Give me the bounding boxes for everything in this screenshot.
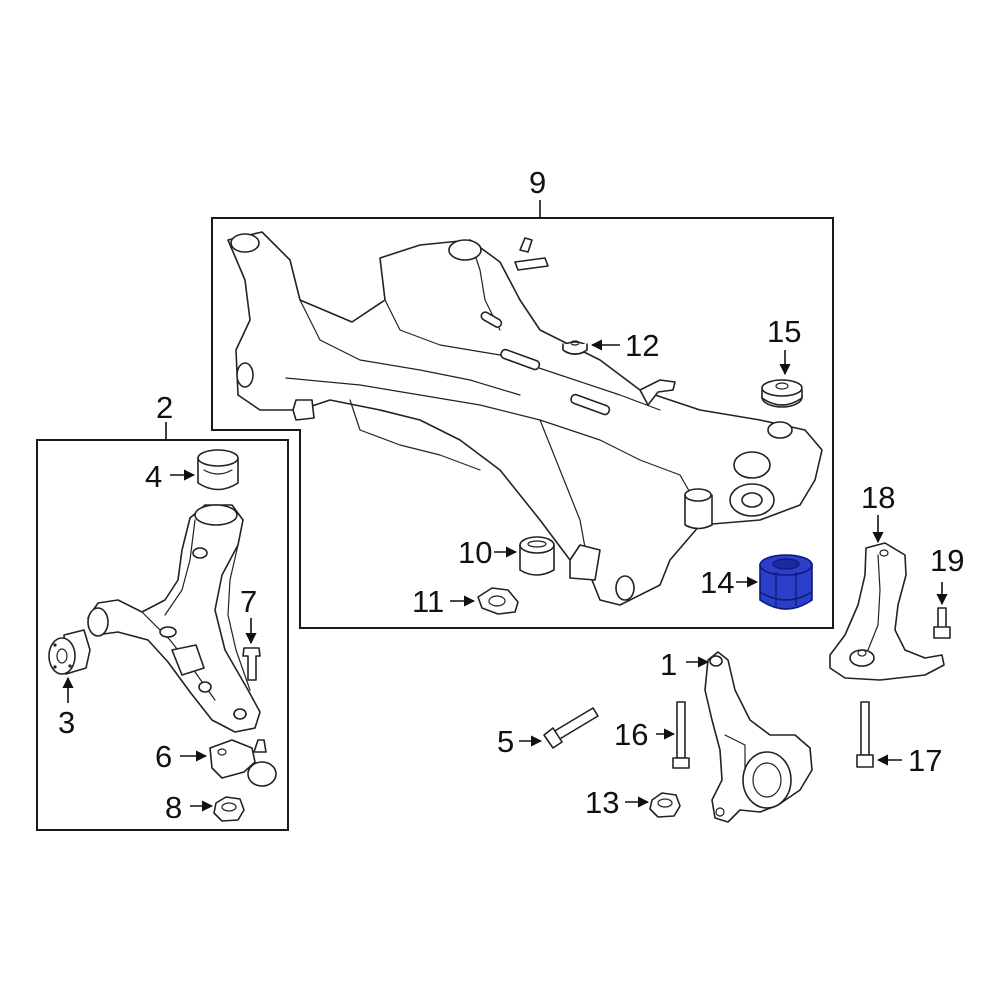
callout-10[interactable]: 10 [458, 535, 492, 570]
callout-18[interactable]: 18 [861, 480, 895, 515]
callout-6[interactable]: 6 [155, 739, 172, 774]
callout-11[interactable]: 11 [412, 584, 444, 619]
part-8-nut[interactable] [213, 796, 245, 822]
part-10-bushing[interactable] [519, 536, 555, 576]
callout-2[interactable]: 2 [156, 390, 173, 425]
callout-8[interactable]: 8 [165, 790, 182, 825]
part-12-washer[interactable] [562, 340, 588, 355]
front-subframe[interactable] [227, 231, 823, 606]
callout-7[interactable]: 7 [240, 584, 257, 619]
callout-3[interactable]: 3 [58, 705, 75, 740]
lower-control-arm[interactable] [87, 504, 261, 733]
callout-1[interactable]: 1 [660, 647, 677, 682]
callout-5[interactable]: 5 [497, 724, 514, 759]
callout-16[interactable]: 16 [614, 717, 648, 752]
part-13-nut[interactable] [649, 792, 681, 818]
part-6-ball-joint[interactable] [209, 739, 277, 787]
callout-19[interactable]: 19 [930, 543, 964, 578]
subframe-group-frame [211, 217, 834, 629]
part-3-bushing[interactable] [48, 629, 91, 675]
control-arm-group-frame [36, 439, 289, 831]
part-1-steering-knuckle[interactable] [704, 651, 813, 823]
callout-12[interactable]: 12 [625, 328, 659, 363]
part-17-bolt[interactable] [856, 701, 874, 768]
part-7-bolt[interactable] [242, 647, 261, 681]
part-16-bolt[interactable] [672, 701, 690, 769]
callout-17[interactable]: 17 [908, 743, 942, 778]
part-19-bolt[interactable] [933, 607, 951, 639]
part-11-plate[interactable] [477, 587, 519, 615]
part-15-insulator[interactable] [761, 379, 803, 408]
part-5-bolt[interactable] [543, 707, 599, 749]
callout-9[interactable]: 9 [529, 165, 546, 200]
part-4-bushing[interactable] [197, 449, 239, 491]
part-14-bushing-highlighted[interactable] [759, 554, 813, 610]
callout-13[interactable]: 13 [585, 785, 619, 820]
callout-15[interactable]: 15 [767, 314, 801, 349]
callout-14[interactable]: 14 [700, 565, 734, 600]
callout-4[interactable]: 4 [145, 459, 162, 494]
part-18-bracket[interactable] [829, 542, 945, 681]
